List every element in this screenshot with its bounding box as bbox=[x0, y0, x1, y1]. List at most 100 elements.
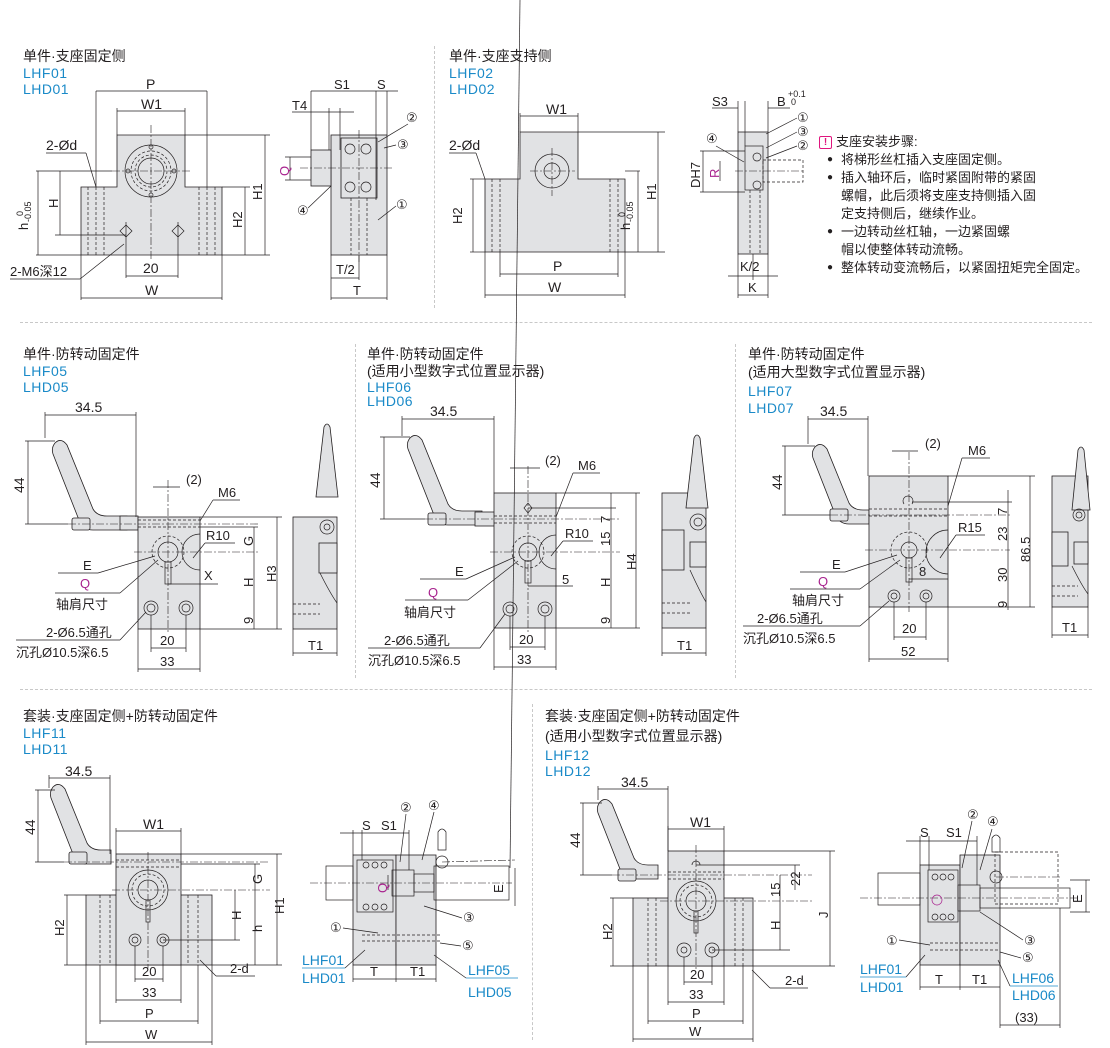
dim-lever-width: 34.5 bbox=[65, 763, 92, 779]
product-code[interactable]: LHF11 bbox=[23, 725, 67, 741]
part-callout: ② bbox=[797, 138, 809, 153]
tol-lower: -0.05 bbox=[23, 201, 33, 222]
dim-W: W bbox=[145, 1027, 158, 1042]
dim-T: T bbox=[353, 283, 361, 298]
lever-handle bbox=[49, 784, 112, 865]
component-code[interactable]: LHF06 bbox=[1012, 970, 1054, 986]
dim-H: H bbox=[229, 911, 244, 920]
part-callout: ① bbox=[330, 920, 342, 935]
dim-H4: H4 bbox=[624, 553, 639, 570]
counterbore-spec: 沉孔Ø10.5深6.5 bbox=[368, 653, 461, 668]
product-code[interactable]: LHF05 bbox=[23, 363, 68, 379]
part-callout: ② bbox=[400, 800, 412, 815]
dim-lever-width: 34.5 bbox=[621, 774, 648, 790]
panel-title: 单件·防转动固定件 bbox=[748, 346, 865, 362]
component-code[interactable]: LHD01 bbox=[302, 970, 346, 986]
section-divider-bottom bbox=[20, 689, 1092, 690]
component-code[interactable]: LHF01 bbox=[302, 952, 344, 968]
dim-S: S bbox=[377, 77, 386, 92]
column-divider bbox=[735, 344, 736, 678]
dim-S1: S1 bbox=[334, 77, 350, 92]
dim-width: 33 bbox=[517, 652, 531, 667]
component-code[interactable]: LHD05 bbox=[468, 984, 512, 1000]
product-code[interactable]: LHD06 bbox=[367, 393, 414, 409]
tol-upper: 0 bbox=[617, 212, 627, 217]
dim-X: X bbox=[204, 568, 213, 583]
dim-W: W bbox=[548, 279, 562, 295]
part-callout: ⑤ bbox=[1022, 950, 1034, 965]
part-callout: ④ bbox=[987, 814, 999, 829]
dim-R15: R15 bbox=[958, 520, 982, 535]
shoulder-dim-label: 轴肩尺寸 bbox=[56, 597, 108, 612]
dim-total-height: 86.5 bbox=[1018, 537, 1033, 562]
product-code[interactable]: LHF02 bbox=[449, 65, 494, 81]
component-code[interactable]: LHF05 bbox=[468, 962, 510, 978]
dim-H: H bbox=[46, 199, 61, 208]
dim-twentytwo: 22 bbox=[788, 872, 803, 886]
dim-fifteen: 15 bbox=[598, 532, 613, 546]
part-callout: ③ bbox=[1024, 933, 1036, 948]
dim-P: P bbox=[145, 1006, 154, 1021]
dim-pitch: 20 bbox=[160, 633, 174, 648]
dim-pitch: 20 bbox=[142, 964, 156, 979]
anti-rotation-block bbox=[115, 853, 182, 966]
dim-width-33: 33 bbox=[142, 985, 156, 1000]
dim-H1: H1 bbox=[272, 897, 287, 914]
dim-H: H bbox=[241, 578, 256, 587]
dim-lever-height: 44 bbox=[22, 819, 38, 835]
dim-S: S bbox=[920, 825, 929, 840]
dim-pitch: 20 bbox=[902, 621, 916, 636]
dim-nine: 9 bbox=[995, 601, 1010, 608]
tol-lower: -0.05 bbox=[625, 201, 635, 222]
dim-hole-d: 2-Ød bbox=[449, 137, 480, 153]
lever-side bbox=[1071, 446, 1091, 511]
dim-T4: T4 bbox=[292, 98, 307, 113]
product-code[interactable]: LHD02 bbox=[449, 81, 496, 97]
part-callout: ① bbox=[886, 933, 898, 948]
panel-title: 单件·防转动固定件 bbox=[23, 346, 140, 362]
dim-H2: H2 bbox=[600, 923, 615, 940]
note-step: 整体转动变流畅后，以紧固扭矩完全固定。 bbox=[827, 259, 1088, 277]
component-code[interactable]: LHD01 bbox=[860, 979, 904, 995]
product-code[interactable]: LHD05 bbox=[23, 379, 70, 395]
product-code[interactable]: LHF01 bbox=[23, 65, 68, 81]
installation-notes: !支座安装步骤: 将梯形丝杠插入支座固定侧。 插入轴环后，临时紧固附带的紧固螺帽… bbox=[819, 133, 1088, 277]
component-code[interactable]: LHF01 bbox=[860, 961, 902, 977]
dim-Q: Q bbox=[80, 576, 90, 591]
dim-pitch: 20 bbox=[519, 632, 533, 647]
dim-five: 5 bbox=[562, 572, 569, 587]
dim-H: H bbox=[768, 921, 783, 930]
component-code[interactable]: LHD06 bbox=[1012, 987, 1056, 1003]
part-callout: ③ bbox=[797, 124, 809, 139]
dim-S: S bbox=[362, 818, 371, 833]
dim-E: E bbox=[455, 564, 464, 579]
dim-width: 52 bbox=[901, 644, 915, 659]
anti-rotation-block bbox=[868, 475, 949, 608]
product-code[interactable]: LHD01 bbox=[23, 81, 70, 97]
dim-lever-width: 34.5 bbox=[820, 403, 847, 419]
column-divider bbox=[434, 46, 435, 308]
product-code[interactable]: LHF06 bbox=[367, 379, 412, 395]
product-code[interactable]: LHD11 bbox=[23, 741, 69, 757]
part-callout: ③ bbox=[397, 137, 409, 152]
panel-title: 单件·支座支持侧 bbox=[449, 48, 552, 64]
dim-W1: W1 bbox=[141, 96, 162, 112]
product-code[interactable]: LHD12 bbox=[545, 763, 592, 779]
hole-spec: 2-Ø6.5通孔 bbox=[384, 633, 450, 648]
dim-D: DH7 bbox=[688, 162, 703, 188]
dim-H2: H2 bbox=[230, 211, 245, 228]
dim-R10: R10 bbox=[565, 526, 589, 541]
product-code[interactable]: LHD07 bbox=[748, 400, 795, 416]
antirotation-side bbox=[395, 854, 437, 966]
product-code[interactable]: LHF07 bbox=[748, 383, 793, 399]
dim-H1: H1 bbox=[250, 183, 265, 200]
dim-T: T bbox=[935, 972, 943, 987]
dim-lever-height: 44 bbox=[11, 477, 27, 493]
product-code[interactable]: LHF12 bbox=[545, 747, 590, 763]
dim-H2: H2 bbox=[52, 919, 67, 936]
dim-width: 33 bbox=[160, 654, 174, 669]
dim-Q: Q bbox=[277, 166, 292, 176]
